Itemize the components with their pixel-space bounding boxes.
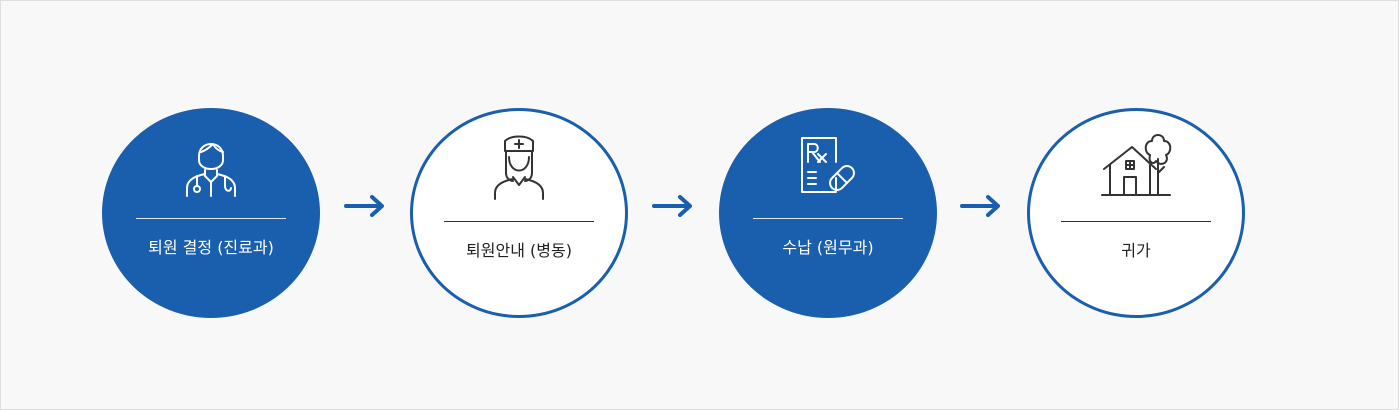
step-divider — [444, 221, 594, 222]
prescription-icon — [792, 126, 864, 198]
arrow-right-icon — [651, 192, 695, 220]
arrow-right-icon — [959, 192, 1003, 220]
doctor-icon — [175, 126, 247, 198]
arrow-right-icon — [343, 192, 387, 220]
step-label: 수납 (원무과) — [782, 238, 874, 257]
step-payment: 수납 (원무과) — [719, 108, 937, 318]
step-discharge-decision: 퇴원 결정 (진료과) — [102, 108, 320, 318]
house-icon — [1100, 129, 1172, 201]
step-label: 퇴원 결정 (진료과) — [148, 238, 274, 257]
step-go-home: 귀가 — [1027, 108, 1245, 318]
step-discharge-guidance: 퇴원안내 (병동) — [410, 108, 628, 318]
step-divider — [136, 218, 286, 219]
step-label: 퇴원안내 (병동) — [466, 241, 572, 260]
step-label: 귀가 — [1121, 241, 1151, 260]
step-divider — [1061, 221, 1211, 222]
step-divider — [753, 218, 903, 219]
nurse-icon — [483, 129, 555, 201]
